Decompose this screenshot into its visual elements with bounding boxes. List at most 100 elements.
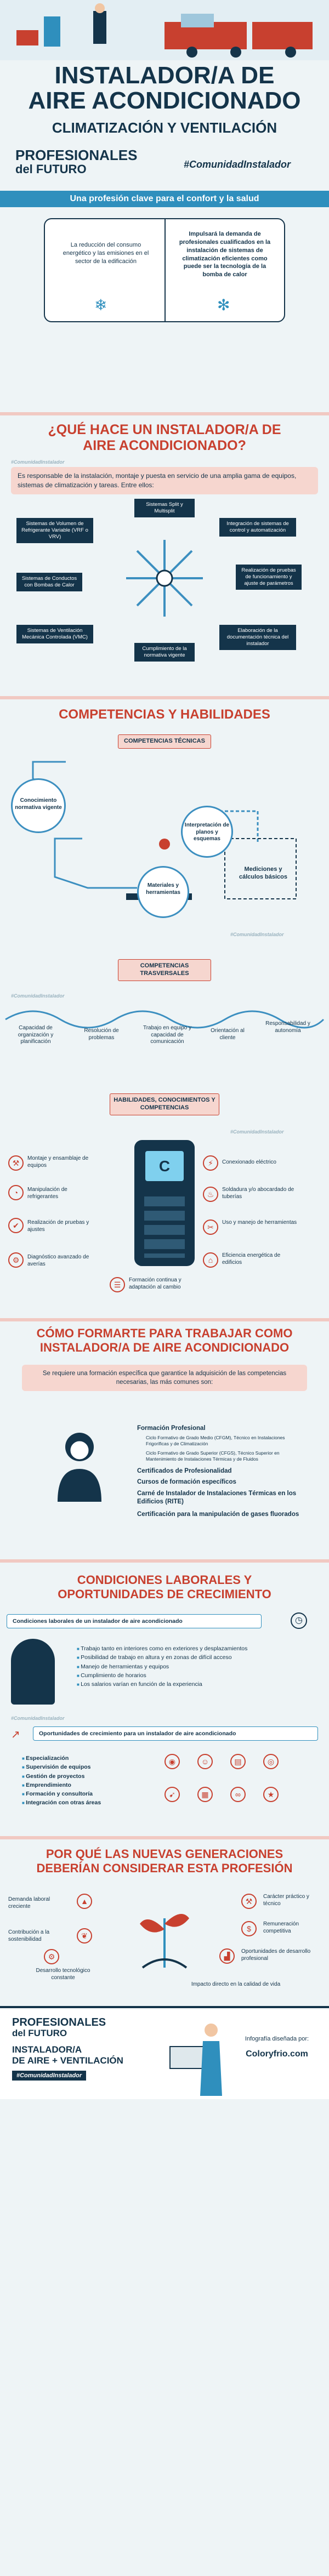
hero: INSTALADOR/A DE AIRE ACONDICIONADO CLIMA… (0, 0, 329, 322)
habilidad-montaje: Montaje y ensamblaje de equipos (27, 1155, 89, 1169)
footer: PROFESIONALES del FUTURO INSTALADOR/A DE… (0, 2006, 329, 2099)
hero-hashtag: #ComunidadInstalador (184, 159, 291, 170)
hero-title-line2: AIRE ACONDICIONADO (28, 87, 301, 115)
habilidad-refrigerantes: Manipulación de refrigerantes (27, 1187, 67, 1200)
razon-calidad: Impacto directo en la calidad de vida (191, 1981, 281, 1987)
tecnica-mediciones-label: Mediciones y cálculos básicos (239, 866, 288, 880)
transversales-line (5, 1010, 325, 1029)
technician-icon (169, 2024, 222, 2096)
oportunidad-item: Emprendimiento (22, 1781, 164, 1789)
tecnica-planos (181, 806, 233, 858)
building-icon: ⌂ (203, 1252, 218, 1268)
footer-title: INSTALADOR/A DE AIRE + VENTILACIÓN (12, 2044, 123, 2066)
habilidad-diagnostico: Diagnóstico avanzado de averías (27, 1254, 89, 1267)
generaciones-heading: POR QUÉ LAS NUEVAS GENERACIONES DEBERÍAN… (0, 1847, 329, 1876)
formacion-gases: Certificación para la manipulación de ga… (137, 1511, 299, 1518)
hero-subtitle: CLIMATIZACIÓN Y VENTILACIÓN (52, 119, 277, 136)
gauge-icon: ◔ (8, 1185, 24, 1200)
que-hace-heading: ¿QUÉ HACE UN INSTALADOR/A DE AIRE ACONDI… (0, 422, 329, 454)
watermark: #ComunidadInstalador (11, 993, 65, 999)
condiciones-heading: CONDICIONES LABORALES Y OPORTUNIDADES DE… (0, 1573, 329, 1602)
fan-icon: ✻ (217, 297, 230, 314)
tecnica-normativa-label: Conocimiento normativa vigente (15, 797, 62, 811)
footer-brand-line1: PROFESIONALES (12, 2016, 106, 2028)
tools-icon: ✂ (203, 1219, 218, 1235)
formacion-cfgs: Ciclo Formativo de Grado Superior (CFGS)… (146, 1450, 280, 1462)
condiciones-pill: Condiciones laborales de un instalador d… (7, 1614, 262, 1628)
item-vrf: Sistemas de Volumen de Refrigerante Vari… (16, 518, 93, 543)
tecnicas-label: COMPETENCIAS TÉCNICAS (118, 734, 211, 749)
growth-chart-icon: ▲ (77, 1894, 92, 1909)
intro-bar: Una profesión clave para el confort y la… (0, 191, 329, 207)
transversal-responsabilidad: Responsabilidad y autonomía (265, 1021, 310, 1034)
link-icon: ∞ (230, 1787, 246, 1802)
footer-logo[interactable]: Coloryfrio.com (246, 2049, 308, 2059)
section-stripe (0, 1559, 329, 1563)
razon-demanda: Demanda laboral creciente (8, 1896, 50, 1910)
habilidad-formacion: Formación continua y adaptación al cambi… (129, 1277, 181, 1290)
plug-icon: ⚡ (203, 1155, 218, 1171)
tecnica-planos-label: Interpretación de planos y esquemas (184, 822, 230, 842)
oportunidades-pill: Oportunidades de crecimiento para un ins… (33, 1726, 318, 1741)
watermark: #ComunidadInstalador (11, 459, 65, 465)
rocket-icon: ➹ (164, 1787, 180, 1802)
habilidad-pruebas: Realización de pruebas y ajustes (27, 1219, 89, 1233)
formacion-heading-line1: CÓMO FORMARTE PARA TRABAJAR COMO (36, 1326, 293, 1340)
money-icon: $ (241, 1921, 257, 1936)
transversal-equipo: Trabajo en equipo y capacidad de comunic… (143, 1025, 192, 1045)
oportunidad-item: Especialización (22, 1754, 164, 1763)
watermark: #ComunidadInstalador (230, 1129, 284, 1135)
condiciones-heading-line1: CONDICIONES LABORALES Y (77, 1573, 252, 1587)
tecnica-materiales (137, 866, 189, 918)
intro-right-text: Impulsará la demanda de profesionales cu… (179, 231, 271, 278)
formacion-desc: Se requiere una formación específica que… (22, 1365, 307, 1392)
hand-plant-icon (140, 1914, 189, 1969)
oportunidad-item: Formación y consultoría (22, 1789, 164, 1798)
footer-hashtag: #ComunidadInstalador (12, 2071, 87, 2081)
book-icon: ☰ (110, 1277, 125, 1292)
diagnostic-icon: ⚙ (8, 1252, 24, 1268)
razon-tecnologia: Desarrollo tecnológico constante (36, 1968, 90, 1981)
razon-desarrollo: Oportunidades de desarrollo profesional (241, 1948, 311, 1962)
generaciones-heading-line1: POR QUÉ LAS NUEVAS GENERACIONES (46, 1847, 283, 1861)
team-icon: ☺ (197, 1754, 213, 1769)
leaf-icon: ❦ (77, 1928, 92, 1944)
item-vmc: Sistemas de Ventilación Mecánica Control… (16, 625, 93, 643)
generaciones-heading-line2: DEBERÍAN CONSIDERAR ESTA PROFESIÓN (36, 1861, 293, 1876)
oportunidad-item: Supervisión de equipos (22, 1763, 164, 1771)
footer-brand-line2: del FUTURO (12, 2028, 67, 2038)
habilidad-herramientas: Uso y manejo de herramientas (222, 1219, 297, 1226)
formacion-rite: Carné de Instalador de Instalaciones Tér… (137, 1490, 297, 1506)
footer-title-line1: INSTALADOR/A (12, 2044, 82, 2055)
remote-screen: C (145, 1151, 184, 1181)
gear-icon: ⚙ (44, 1949, 59, 1964)
formacion-heading-line2: INSTALADOR/A DE AIRE ACONDICIONADO (39, 1341, 290, 1355)
hero-brand-line1: PROFESIONALES (15, 147, 138, 163)
intro-left-text: La reducción del consumo energético y la… (63, 242, 149, 265)
footer-brand: PROFESIONALES del FUTURO (12, 2017, 106, 2038)
wrench-icon: ⚒ (8, 1155, 24, 1171)
arrows-hub-icon (126, 540, 203, 617)
worker-icon (11, 1639, 55, 1705)
eye-icon: ◉ (164, 1754, 180, 1769)
watermark: #ComunidadInstalador (11, 1716, 65, 1721)
transversal-organizacion: Capacidad de organización y planificació… (18, 1025, 54, 1045)
habilidades-label: HABILIDADES, CONOCIMIENTOS Y COMPETENCIA… (110, 1093, 219, 1115)
condiciones-list: Trabajo tanto en interiores como en exte… (77, 1644, 307, 1689)
condiciones-heading-line2: OPORTUNIDADES DE CRECIMIENTO (58, 1587, 271, 1602)
tecnica-materiales-label: Materiales y herramientas (146, 882, 180, 896)
formacion-heading: CÓMO FORMARTE PARA TRABAJAR COMO INSTALA… (0, 1326, 329, 1355)
target-icon: ◎ (263, 1754, 279, 1769)
item-normativa: Cumplimiento de la normativa vigente (134, 643, 195, 662)
section-stripe (0, 1318, 329, 1321)
intro-frame: La reducción del consumo energético y la… (44, 218, 285, 322)
condicion-item: Cumplimiento de horarios (77, 1671, 307, 1680)
hero-brand-line2: del FUTURO (15, 162, 87, 176)
student-icon (49, 1425, 110, 1502)
transversal-resolucion: Resolución de problemas (84, 1028, 119, 1041)
condicion-item: Trabajo tanto en interiores como en exte… (77, 1644, 307, 1653)
footer-title-line2: DE AIRE + VENTILACIÓN (12, 2055, 123, 2066)
habilidad-eficiencia: Eficiencia energética de edificios (222, 1252, 281, 1266)
hero-title-line1: INSTALADOR/A DE (54, 62, 275, 89)
item-conductos: Sistemas de Conductos con Bombas de Calo… (16, 573, 82, 591)
